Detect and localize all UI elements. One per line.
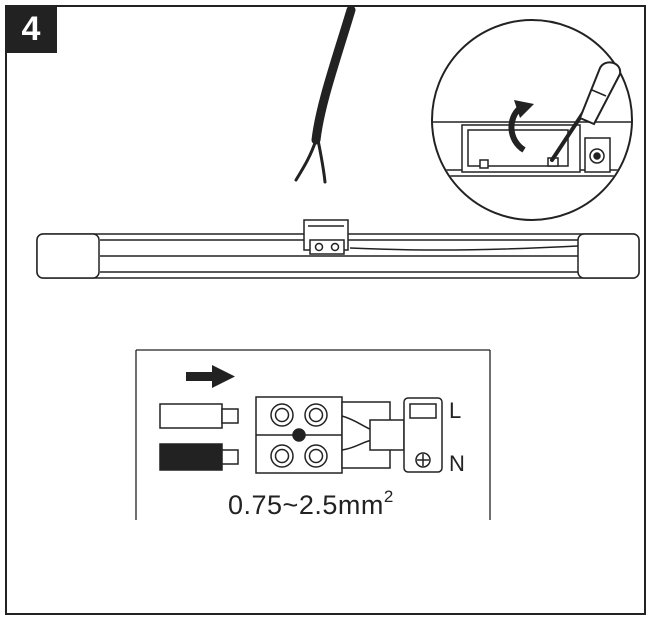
power-cable [294, 5, 356, 184]
wire-gauge-spec: 0.75~2.5mm2 [228, 487, 394, 521]
wire-gauge-exponent: 2 [383, 487, 394, 506]
ground-screw-icon [415, 452, 431, 468]
rotate-arrow-icon [508, 100, 534, 153]
insert-direction-arrow-icon [186, 365, 235, 388]
terminal-connector [255, 396, 443, 474]
step-number: 4 [21, 9, 41, 48]
step-number-badge: 4 [5, 5, 57, 53]
detail-magnifier [431, 19, 633, 221]
live-wire [159, 403, 239, 429]
live-terminal-label: L [449, 398, 462, 423]
neutral-wire [159, 443, 239, 471]
light-fixture-bar [36, 219, 640, 279]
right-end-cap [577, 233, 640, 279]
screwdriver-icon [550, 61, 622, 162]
wiring-detail-box [135, 349, 491, 520]
wire-gauge-value: 0.75~2.5mm [228, 490, 384, 520]
neutral-terminal-label: N [449, 451, 465, 476]
fixture-terminal-block [303, 219, 349, 255]
left-end-cap [36, 233, 100, 279]
